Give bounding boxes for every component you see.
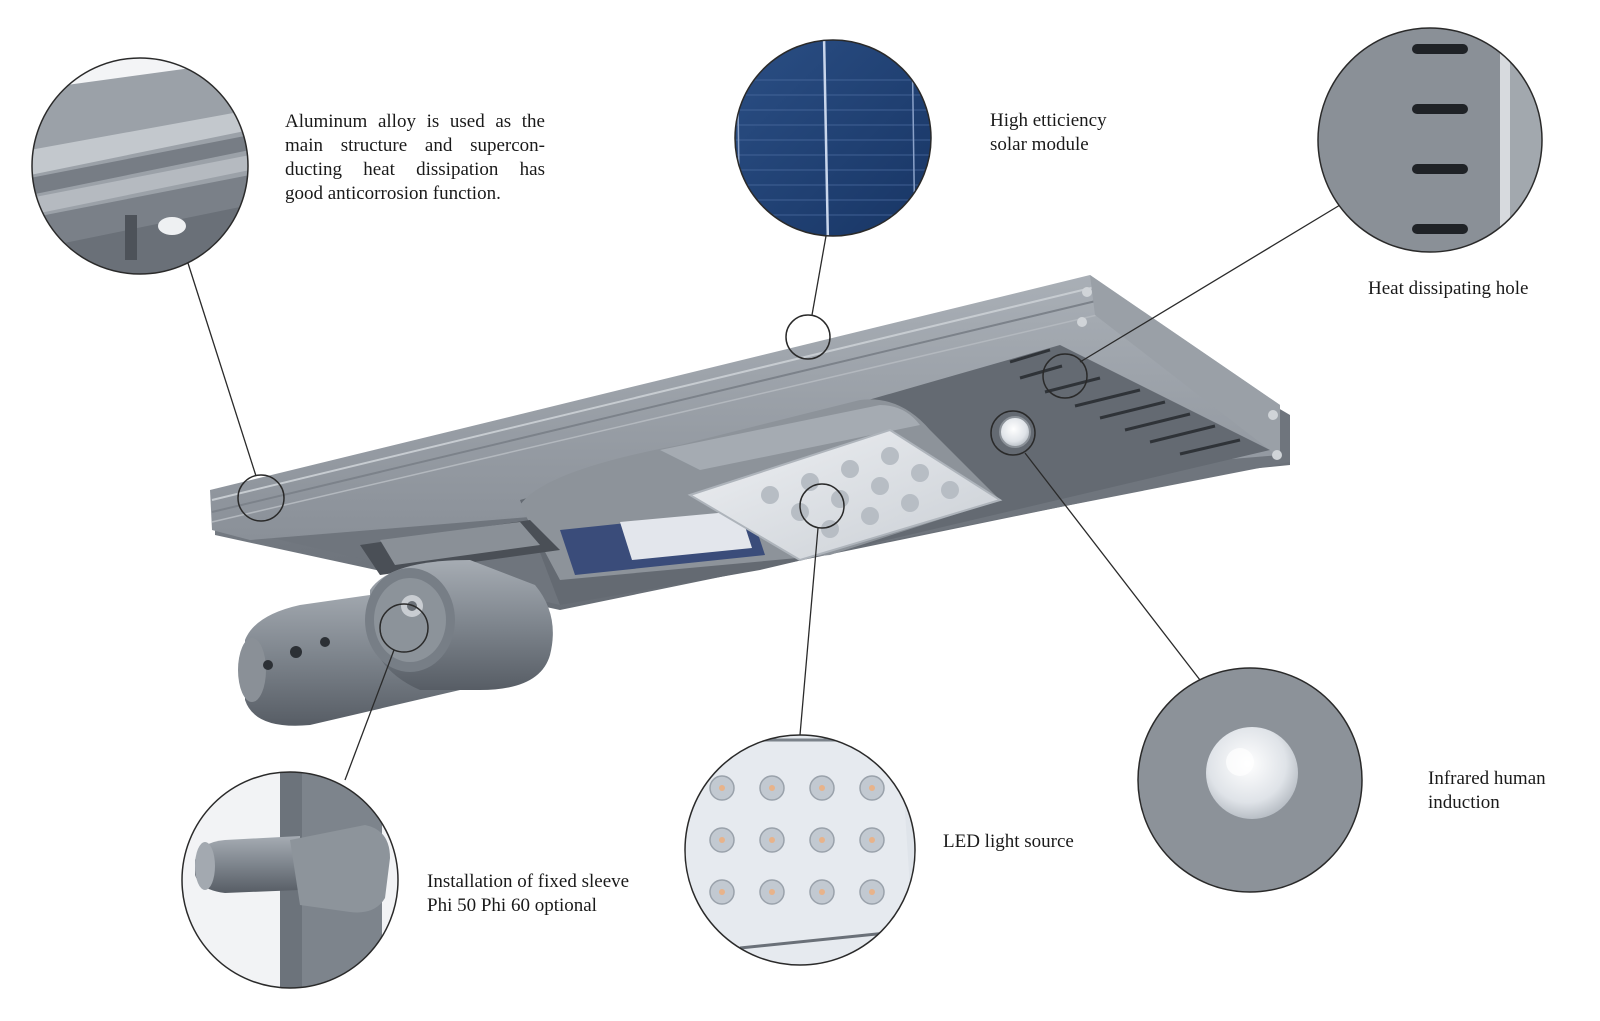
callout-aluminum-line: Aluminum alloy is used as the (285, 111, 545, 132)
detail-heat-hole (1317, 27, 1543, 253)
callout-aluminum-line: main structure and supercon- (285, 135, 545, 156)
ring-led (799, 483, 845, 529)
callout-led-line: LED light source (943, 831, 1074, 852)
ring-aluminum (237, 474, 285, 522)
callout-aluminum-line: good anticorrosion function. (285, 183, 501, 204)
callout-infrared: Infrared human induction (1428, 767, 1546, 815)
callout-aluminum: Aluminum alloy is used as the main struc… (285, 110, 545, 206)
callout-sleeve-line: Installation of fixed sleeve (427, 871, 630, 892)
highlight-rings (237, 314, 1088, 653)
lamp-body (210, 275, 1290, 726)
ring-heat-hole (1042, 353, 1088, 399)
callout-led: LED light source (943, 830, 1074, 854)
callout-solar: High etticiency solar module (990, 109, 1107, 157)
heat-slots (1009, 348, 1241, 456)
callout-infrared-line: induction (1428, 792, 1500, 813)
callout-heat-hole-line: Heat dissipating hole (1368, 278, 1529, 299)
leader-lines (186, 201, 1346, 781)
detail-aluminum (31, 57, 249, 275)
callout-sleeve-line: Phi 50 Phi 60 optional (427, 895, 597, 916)
detail-solar-module (734, 39, 932, 237)
callout-sleeve: Installation of fixed sleeve Phi 50 Phi … (427, 870, 629, 918)
mounting-arm (238, 560, 553, 726)
callout-heat-hole: Heat dissipating hole (1368, 277, 1528, 301)
callout-infrared-line: Infrared human (1428, 768, 1546, 789)
callout-solar-line: High etticiency (990, 110, 1107, 131)
pir-sensor (999, 416, 1031, 448)
detail-infrared (1137, 667, 1363, 893)
callout-solar-line: solar module (990, 134, 1089, 155)
ring-infrared (990, 410, 1036, 456)
callout-aluminum-line: ducting heat dissipation has (285, 159, 545, 180)
ring-sleeve (379, 603, 429, 653)
detail-led (684, 734, 916, 966)
ring-solar (785, 314, 831, 360)
detail-sleeve (181, 771, 399, 989)
